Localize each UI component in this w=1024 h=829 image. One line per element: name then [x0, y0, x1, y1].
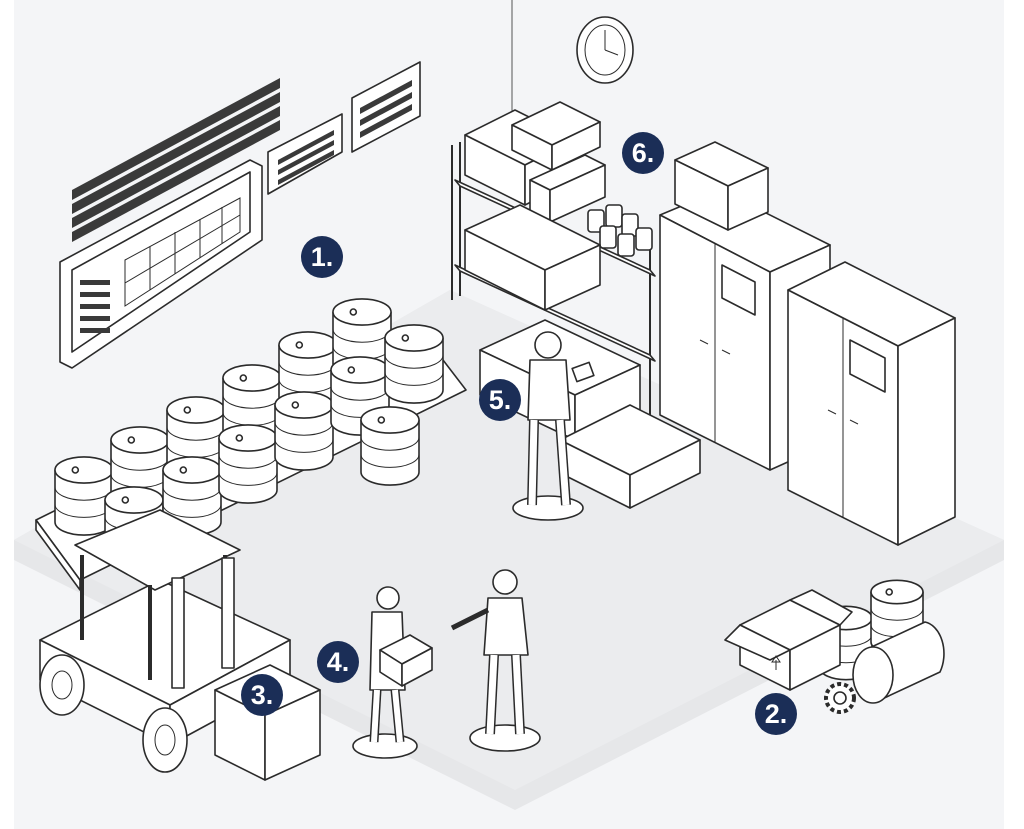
worker-icon: [352, 586, 433, 759]
oil-drum-icon: [384, 324, 444, 404]
oil-drum-icon: [274, 391, 334, 471]
gear-icon: [824, 682, 856, 714]
paint-cans: [587, 204, 653, 257]
wall-panel-small: [267, 113, 343, 195]
step-badge-2: 2.: [755, 693, 797, 735]
step-badge-1: 1.: [301, 236, 343, 278]
oil-drum-icon: [218, 424, 278, 504]
step-badge-label: 5.: [489, 385, 512, 415]
wheel-icon: [39, 654, 85, 716]
oil-drum-icon: [852, 621, 945, 704]
worker-icon: [512, 331, 595, 521]
wall-panel-small-2: [351, 61, 421, 153]
locker-cabinet-icon: [787, 261, 956, 546]
worker-icon: [450, 569, 541, 752]
step-badge-3: 3.: [241, 674, 283, 716]
oil-drum-icon: [360, 406, 420, 486]
wall-clock-icon: [576, 16, 634, 84]
step-badge-label: 2.: [765, 699, 788, 729]
storage-rack-icon: [451, 101, 656, 415]
wall-text-pattern: [72, 78, 280, 242]
step-badge-6: 6.: [622, 132, 664, 174]
wheel-icon: [142, 707, 188, 773]
step-badge-4: 4.: [317, 641, 359, 683]
step-badge-label: 4.: [327, 647, 350, 677]
badge-layer: 1. 2. 3. 4. 5. 6.: [241, 132, 797, 735]
step-badge-5: 5.: [479, 379, 521, 421]
step-badge-label: 3.: [251, 680, 274, 710]
step-badge-label: 6.: [632, 138, 655, 168]
forklift-icon: [39, 509, 321, 781]
cardboard-box-icon: [724, 589, 853, 691]
step-badge-label: 1.: [311, 242, 334, 272]
wall-screen-icon: [59, 159, 263, 369]
